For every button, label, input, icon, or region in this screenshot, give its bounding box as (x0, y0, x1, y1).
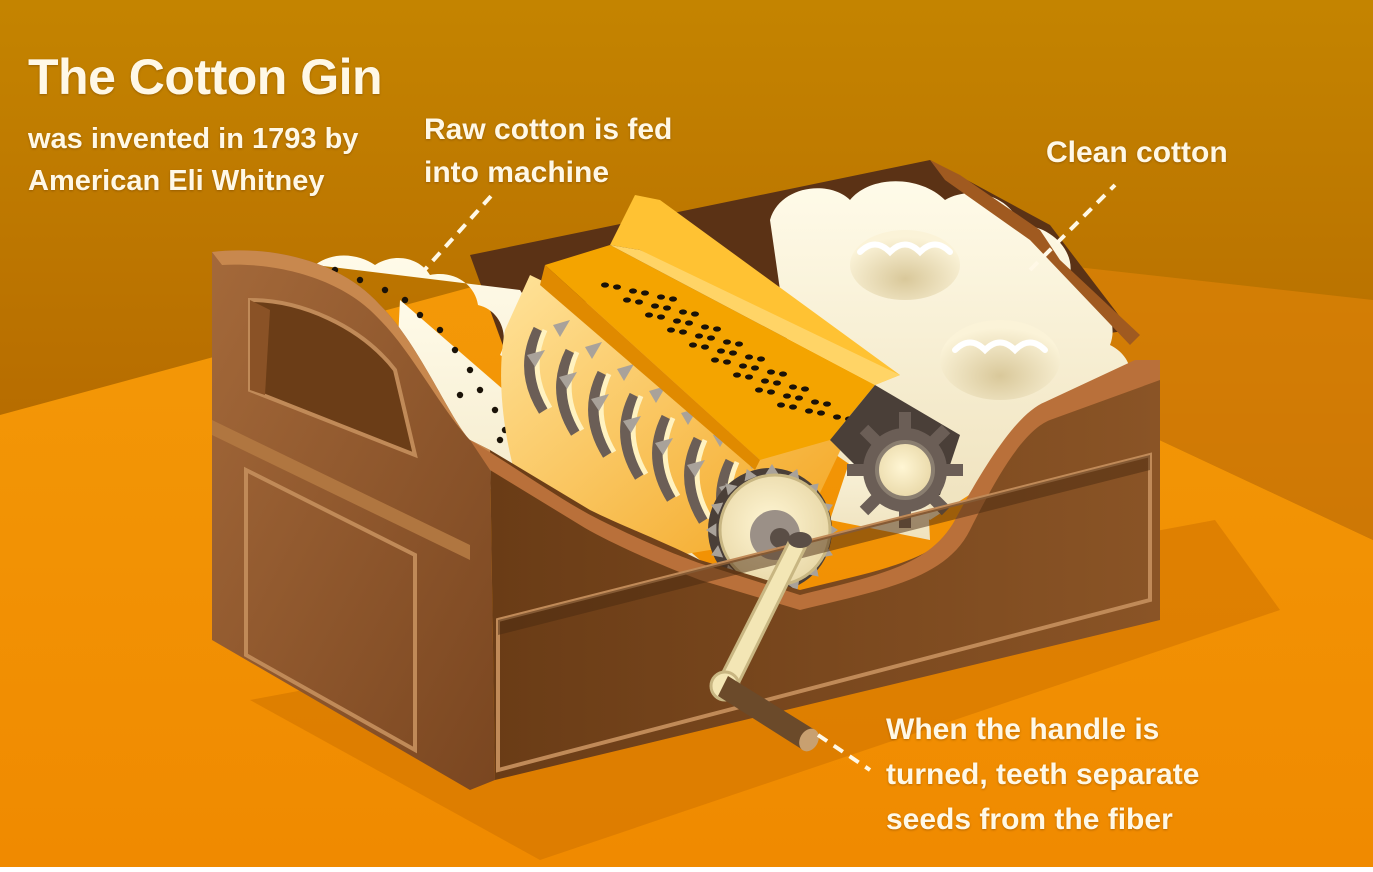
seed-dot (457, 392, 463, 398)
callout-line: Clean cotton (1046, 136, 1228, 171)
grate-hole (601, 282, 609, 287)
clean-cotton-callout: Clean cotton (1046, 136, 1228, 171)
grate-hole (729, 350, 737, 355)
diagram-title: The Cotton Gin (28, 48, 382, 106)
grate-hole (691, 311, 699, 316)
grate-hole (767, 389, 775, 394)
callout-line: turned, teeth separate (886, 752, 1216, 797)
grate-hole (663, 305, 671, 310)
seed-dot (467, 367, 473, 373)
grate-hole (717, 348, 725, 353)
grate-hole (723, 359, 731, 364)
grate-hole (783, 393, 791, 398)
callout-line: Raw cotton is fed (424, 108, 704, 151)
seed-dot (382, 287, 388, 293)
diagram-subtitle: was invented in 1793 by American Eli Whi… (28, 118, 388, 202)
grate-hole (789, 384, 797, 389)
seed-dot (402, 297, 408, 303)
grate-hole (723, 339, 731, 344)
seed-dot (452, 347, 458, 353)
subtitle-line: was invented in 1793 by (28, 118, 388, 160)
grate-hole (657, 294, 665, 299)
grate-hole (817, 410, 825, 415)
grate-hole (669, 296, 677, 301)
grate-hole (635, 299, 643, 304)
grate-hole (805, 408, 813, 413)
handle-callout: When the handle is turned, teeth separat… (886, 707, 1216, 842)
grate-hole (711, 357, 719, 362)
grate-hole (645, 312, 653, 317)
grate-hole (789, 404, 797, 409)
grate-hole (733, 372, 741, 377)
grate-hole (745, 354, 753, 359)
grate-hole (745, 374, 753, 379)
seed-dot (357, 277, 363, 283)
grate-hole (751, 365, 759, 370)
grate-hole (779, 371, 787, 376)
seed-dot (417, 312, 423, 318)
grate-hole (811, 399, 819, 404)
grate-hole (673, 318, 681, 323)
grate-hole (667, 327, 675, 332)
grate-hole (685, 320, 693, 325)
grate-hole (695, 333, 703, 338)
raw-cotton-callout: Raw cotton is fed into machine (424, 108, 704, 194)
grate-hole (707, 335, 715, 340)
grate-hole (623, 297, 631, 302)
seed-dot (497, 437, 503, 443)
callout-line: seeds from the fiber (886, 797, 1216, 842)
seed-dot (477, 387, 483, 393)
grate-hole (701, 324, 709, 329)
grate-hole (761, 378, 769, 383)
grate-hole (767, 369, 775, 374)
seed-dot (492, 407, 498, 413)
grate-hole (713, 326, 721, 331)
seed-dot (437, 327, 443, 333)
grate-hole (757, 356, 765, 361)
grate-hole (739, 363, 747, 368)
grate-hole (701, 344, 709, 349)
grate-hole (613, 284, 621, 289)
grate-hole (801, 386, 809, 391)
grate-hole (629, 288, 637, 293)
callout-line: When the handle is (886, 707, 1216, 752)
grate-hole (735, 341, 743, 346)
grate-hole (679, 329, 687, 334)
grate-hole (679, 309, 687, 314)
grate-hole (755, 387, 763, 392)
grate-hole (641, 290, 649, 295)
callout-line: into machine (424, 151, 704, 194)
grate-hole (823, 401, 831, 406)
subtitle-line: American Eli Whitney (28, 160, 388, 202)
grate-hole (777, 402, 785, 407)
grate-hole (651, 303, 659, 308)
grate-hole (795, 395, 803, 400)
grate-hole (833, 414, 841, 419)
grate-hole (689, 342, 697, 347)
grate-hole (773, 380, 781, 385)
grate-hole (657, 314, 665, 319)
